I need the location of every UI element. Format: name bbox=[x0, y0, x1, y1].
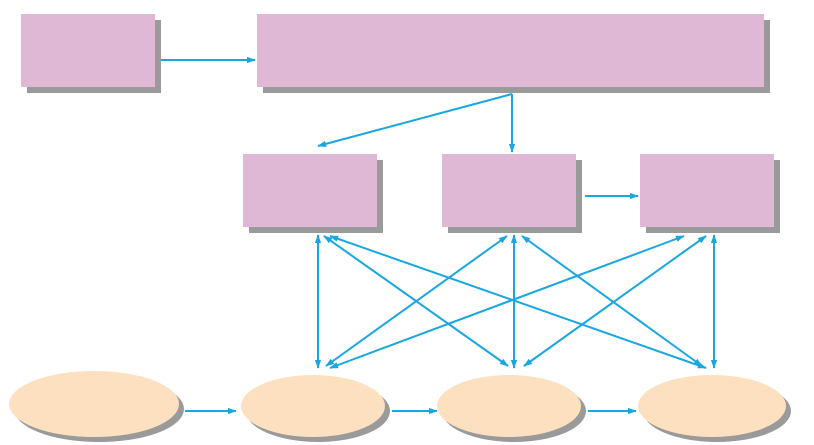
box-node-e-body bbox=[640, 154, 774, 227]
box-node-b bbox=[257, 14, 770, 93]
ellipse-node-3-body bbox=[437, 375, 581, 437]
box-node-e bbox=[640, 154, 780, 233]
ellipse-node-1-body bbox=[9, 371, 179, 437]
ellipse-node-1 bbox=[9, 371, 184, 442]
ellipse-node-2-body bbox=[241, 375, 385, 437]
edge-box-d-to-ellipse-4 bbox=[521, 235, 703, 367]
edge-box-c-to-ellipse-4 bbox=[329, 235, 707, 369]
box-node-d bbox=[442, 154, 582, 233]
edge-layer bbox=[161, 56, 718, 415]
edge-box-b-to-box-c bbox=[317, 93, 513, 147]
box-node-b-body bbox=[257, 14, 764, 87]
ellipse-node-4-body bbox=[638, 375, 786, 437]
box-node-a bbox=[21, 14, 161, 93]
box-node-c-body bbox=[243, 154, 377, 227]
ellipse-node-3 bbox=[437, 375, 586, 442]
edge-box-e-to-ellipse-3 bbox=[523, 235, 707, 367]
box-node-a-body bbox=[21, 14, 155, 87]
ellipse-node-2 bbox=[241, 375, 390, 442]
ellipse-node-4 bbox=[638, 375, 791, 442]
edge-box-e-to-ellipse-2 bbox=[329, 235, 685, 369]
box-node-d-body bbox=[442, 154, 576, 227]
box-node-c bbox=[243, 154, 383, 233]
